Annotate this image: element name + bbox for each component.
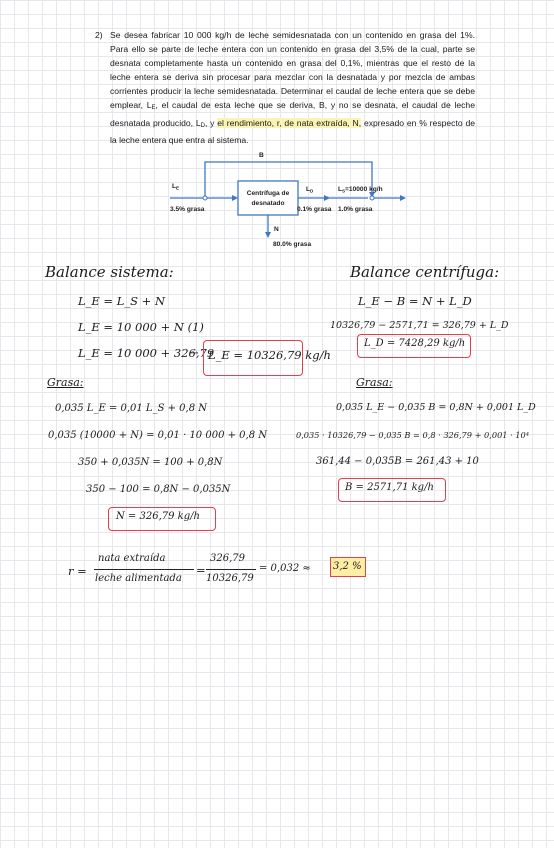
skim-arrow-icon xyxy=(324,195,330,201)
arrow-icon: → xyxy=(190,348,199,359)
left-g-4: 350 − 100 = 0,8N − 0,035N xyxy=(86,484,231,495)
r-label: r = xyxy=(68,564,87,578)
right-eq-2: 10326,79 − 2571,71 = 326,79 + L_D xyxy=(330,320,509,331)
left-eq-2: L_E = 10 000 + N (1) xyxy=(78,320,204,334)
r-numerator: nata extraída xyxy=(98,553,166,564)
left-eq-3: L_E = 10 000 + 326,79 xyxy=(78,346,215,360)
skim-fat: 0.1% grasa xyxy=(297,206,332,213)
right-g-3: 361,44 − 0,035B = 261,43 + 10 xyxy=(316,456,479,467)
cream-fat: 80.0% grasa xyxy=(273,241,311,248)
problem-number: 2) xyxy=(95,30,103,40)
left-result-1: L_E = 10326,79 kg/h xyxy=(208,348,331,362)
r-result: 3,2 % xyxy=(333,561,362,572)
left-grasa-label: Grasa: xyxy=(47,376,84,389)
fraction-bar-2 xyxy=(206,569,256,571)
r-equals: = xyxy=(196,563,206,577)
right-grasa-label: Grasa: xyxy=(356,376,393,389)
r-denominator: leche alimentada xyxy=(95,573,182,584)
r-num-value: 326,79 xyxy=(210,553,245,564)
product-arrow-icon xyxy=(400,195,406,201)
bypass-arrow-icon xyxy=(369,192,375,198)
split-node xyxy=(202,195,208,201)
process-diagram: Centrífuga de desnatado B LE 3.5% grasa … xyxy=(170,152,406,248)
problem-text: Se desea fabricar 10 000 kg/h de leche s… xyxy=(110,30,475,145)
r-approx: = 0,032 ≈ xyxy=(259,563,311,574)
cream-label: N xyxy=(274,226,279,233)
fraction-bar xyxy=(94,569,194,571)
bypass-label: B xyxy=(259,152,264,159)
right-result-2: B = 2571,71 kg/h xyxy=(345,482,434,493)
highlighted-text: el rendimiento, r, de nata extraída, N, xyxy=(217,117,362,128)
centrifuge-label-1: Centrífuga de xyxy=(247,190,290,197)
result-box-LE xyxy=(203,340,303,376)
result-box-B xyxy=(338,478,446,502)
left-g-2: 0,035 (10000 + N) = 0,01 · 10 000 + 0,8 … xyxy=(48,430,268,441)
right-eq-1: L_E − B = N + L_D xyxy=(358,294,472,308)
right-g-2: 0,035 · 10326,79 − 0,035 B = 0,8 · 326,7… xyxy=(296,430,529,440)
mix-node xyxy=(369,195,375,201)
result-box-LD xyxy=(357,334,471,358)
right-g-1: 0,035 L_E − 0,035 B = 0,8N + 0,001 L_D xyxy=(336,402,536,413)
result-box-N xyxy=(108,507,216,531)
centrifuge-label-2: desnatado xyxy=(252,200,285,207)
problem-statement: 2) Se desea fabricar 10 000 kg/h de lech… xyxy=(95,28,475,147)
feed-arrow-icon xyxy=(232,195,238,201)
left-result-2: N = 326,79 kg/h xyxy=(116,511,200,522)
centrifuge-box xyxy=(237,180,299,216)
r-den-value: 10326,79 xyxy=(206,573,254,584)
product-fat: 1.0% grasa xyxy=(338,206,373,213)
left-eq-1: L_E = L_S + N xyxy=(78,294,166,308)
bypass-line xyxy=(204,161,373,198)
right-result-1: L_D = 7428,29 kg/h xyxy=(364,338,466,349)
product-label: LS=10000 kg/h xyxy=(338,186,383,194)
cream-arrow-icon xyxy=(265,232,271,238)
skim-label: LD xyxy=(306,186,314,194)
feed-fat: 3.5% grasa xyxy=(170,206,205,213)
result-box-r xyxy=(330,557,366,577)
feed-label: LE xyxy=(172,183,179,191)
left-title: Balance sistema: xyxy=(45,263,174,281)
left-g-1: 0,035 L_E = 0,01 L_S + 0,8 N xyxy=(55,403,207,414)
right-title: Balance centrífuga: xyxy=(350,263,500,281)
left-g-3: 350 + 0,035N = 100 + 0,8N xyxy=(78,457,223,468)
